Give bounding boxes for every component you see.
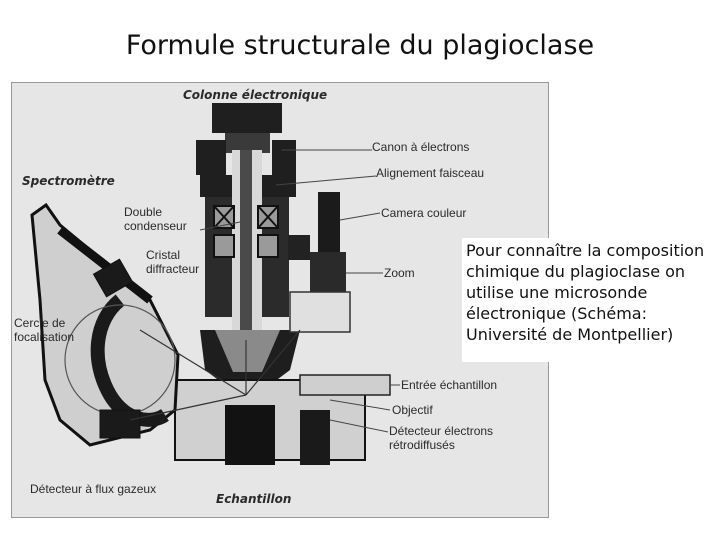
label-zoom: Zoom [384, 266, 415, 280]
electron-column [196, 103, 296, 360]
label-double-condenseur: Double condenseur [124, 205, 187, 233]
objective-lens [200, 330, 300, 385]
condenser-lenses [213, 205, 279, 258]
label-detecteur-electrons: Détecteur électrons rétrodiffusés [389, 424, 494, 452]
camera-assembly [288, 192, 351, 333]
spectrometer [30, 202, 180, 447]
label-cercle-focalisation: Cercle de focalisation [14, 316, 75, 344]
label-colonne-electronique: Colonne électronique [183, 88, 328, 102]
label-canon-electrons: Canon à électrons [372, 140, 470, 154]
leader-lines [199, 149, 400, 433]
label-alignement-faisceau: Alignement faisceau [376, 166, 485, 180]
label-spectrometre: Spectromètre [22, 174, 115, 188]
sample-chamber [174, 374, 391, 465]
label-objectif: Objectif [392, 403, 433, 417]
slide-title: Formule structurale du plagioclase [125, 30, 595, 61]
label-entree-echantillon: Entrée échantillon [401, 378, 498, 392]
label-cristal-diffracteur: Cristal diffracteur [146, 248, 200, 276]
label-detecteur-flux-gazeux: Détecteur à flux gazeux [30, 482, 157, 496]
label-echantillon: Echantillon [216, 492, 292, 506]
label-camera-couleur: Camera couleur [381, 206, 467, 220]
caption-text: Pour connaître la composition chimique d… [462, 238, 714, 362]
beam-rays [129, 329, 301, 421]
